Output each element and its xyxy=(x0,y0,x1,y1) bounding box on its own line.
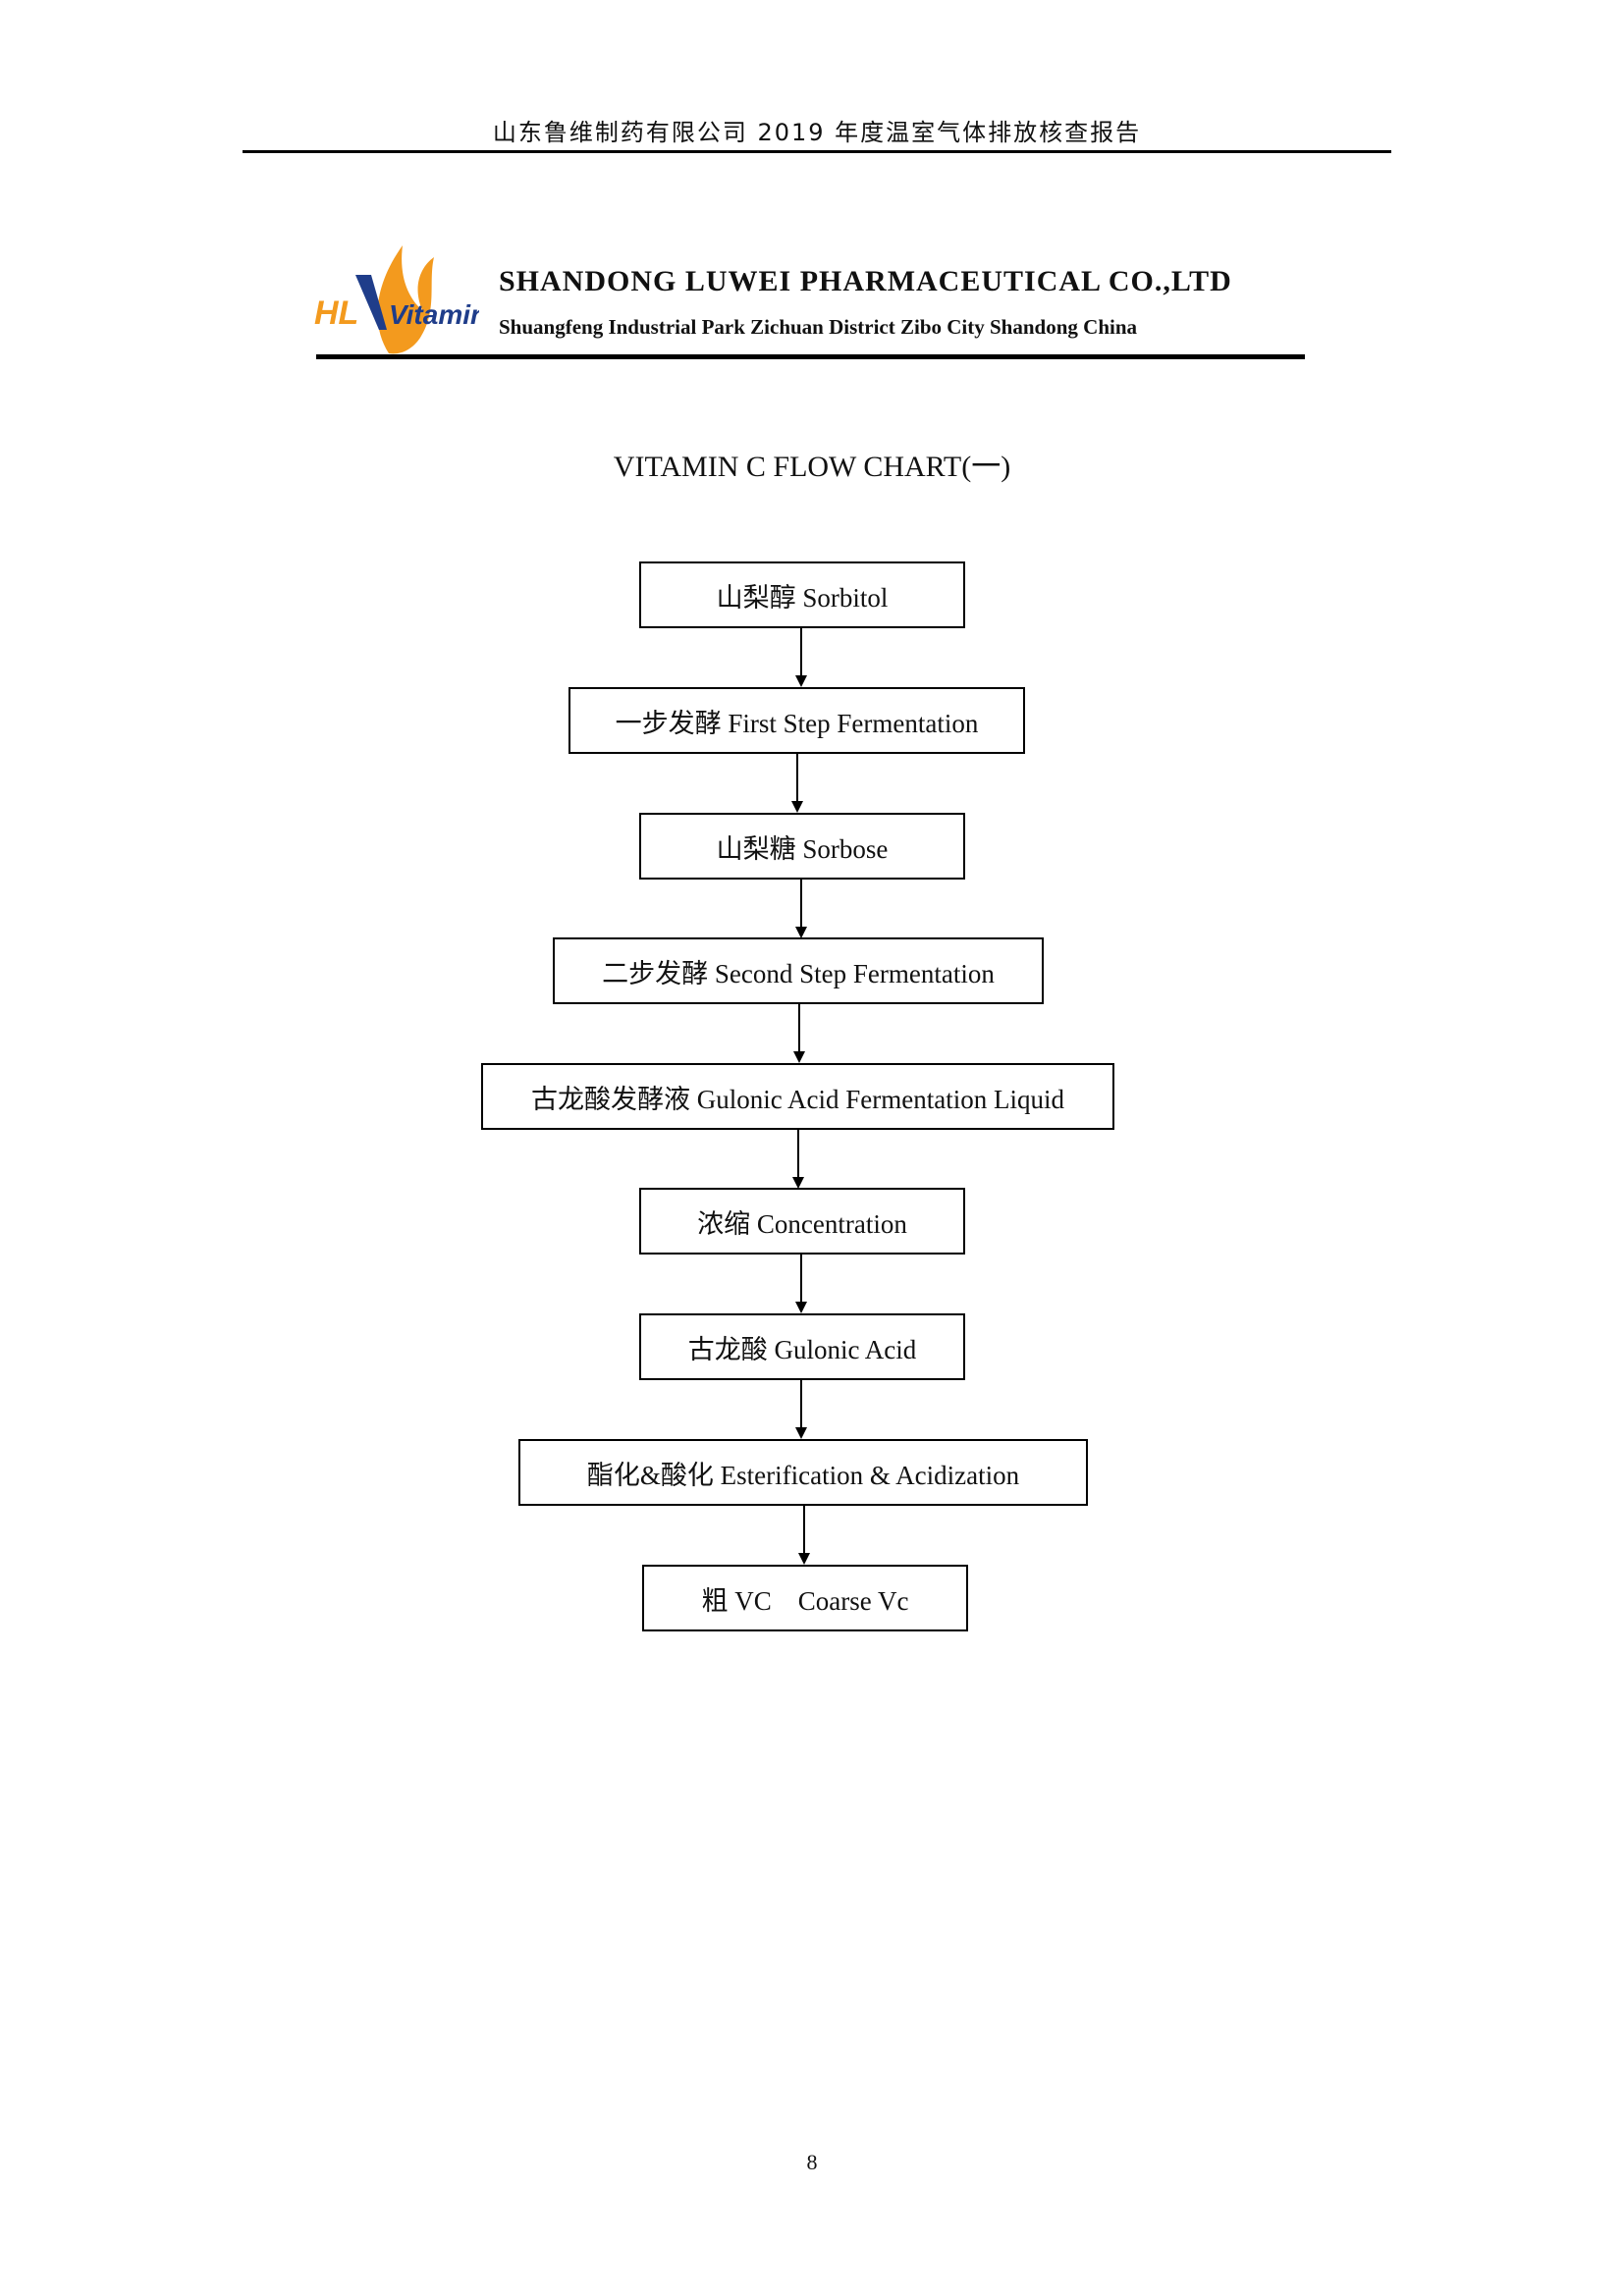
flow-step-concentration: 浓缩 Concentration xyxy=(639,1188,965,1255)
flow-arrowhead-7 xyxy=(795,1427,807,1439)
logo-hl-text: HL xyxy=(314,294,358,332)
logo-flame-shape xyxy=(377,245,434,354)
company-logo: HL Vitamin xyxy=(314,245,479,354)
flow-arrowhead-4 xyxy=(793,1051,805,1063)
flow-arrow-4 xyxy=(798,1004,800,1053)
logo-v-stroke xyxy=(355,275,387,330)
flow-arrow-7 xyxy=(800,1380,802,1429)
flow-arrowhead-1 xyxy=(795,675,807,687)
flow-arrow-3 xyxy=(800,880,802,929)
flow-step-sorbose: 山梨糖 Sorbose xyxy=(639,813,965,880)
chart-title: VITAMIN C FLOW CHART(一) xyxy=(613,451,1011,483)
flow-arrowhead-3 xyxy=(795,927,807,938)
flow-arrowhead-6 xyxy=(795,1302,807,1313)
flow-step-fermentation-liquid: 古龙酸发酵液 Gulonic Acid Fermentation Liquid xyxy=(481,1063,1114,1130)
page-number: 8 xyxy=(806,2150,818,2174)
company-name: SHANDONG LUWEI PHARMACEUTICAL CO.,LTD xyxy=(499,265,1232,297)
flow-arrow-8 xyxy=(803,1506,805,1555)
flow-step-second-fermentation: 二步发酵 Second Step Fermentation xyxy=(553,937,1044,1004)
flow-step-coarse-vc: 粗 VC Coarse Vc xyxy=(642,1565,968,1631)
flow-step-esterification: 酯化&酸化 Esterification & Acidization xyxy=(518,1439,1088,1506)
flow-arrowhead-8 xyxy=(798,1553,810,1565)
company-rule xyxy=(316,354,1305,359)
logo-vitamin-text: Vitamin xyxy=(389,299,479,330)
company-address: Shuangfeng Industrial Park Zichuan Distr… xyxy=(499,315,1138,339)
flow-arrow-1 xyxy=(800,628,802,677)
flow-step-sorbitol: 山梨醇 Sorbitol xyxy=(639,561,965,628)
flow-arrowhead-2 xyxy=(791,801,803,813)
flow-arrow-5 xyxy=(797,1130,799,1179)
flow-arrow-6 xyxy=(800,1255,802,1304)
flow-step-gulonic-acid: 古龙酸 Gulonic Acid xyxy=(639,1313,965,1380)
flow-step-first-fermentation: 一步发酵 First Step Fermentation xyxy=(568,687,1025,754)
flow-arrow-2 xyxy=(796,754,798,803)
flow-arrowhead-5 xyxy=(792,1177,804,1189)
header-rule xyxy=(243,150,1391,153)
running-header: 山东鲁维制药有限公司 2019 年度温室气体排放核查报告 xyxy=(492,119,1142,146)
